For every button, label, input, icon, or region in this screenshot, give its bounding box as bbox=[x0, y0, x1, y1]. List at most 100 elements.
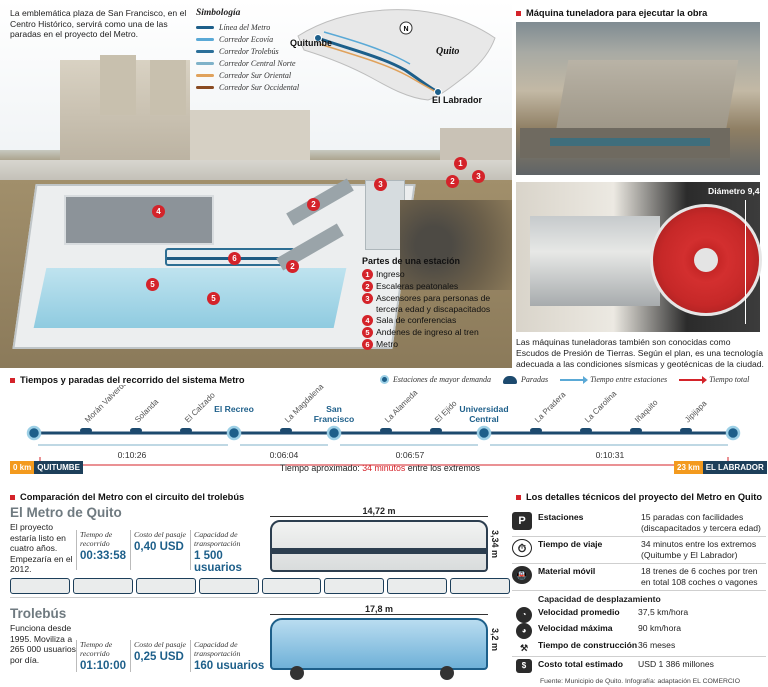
trolebus-title: Trolebús bbox=[10, 606, 67, 621]
arrow-icon bbox=[560, 375, 589, 384]
marker-6: 6 bbox=[228, 252, 241, 265]
train-car bbox=[387, 578, 448, 594]
total-prefix: Tiempo aproximado: bbox=[279, 463, 363, 473]
stop-label: Solanda bbox=[133, 397, 161, 425]
stop-marker bbox=[580, 428, 592, 433]
trolebus-time-stat: Tiempo de recorrido 01:10:00 bbox=[80, 640, 130, 672]
legend-swatch bbox=[196, 73, 214, 77]
tech-heading: Los detalles técnicos del proyecto del M… bbox=[516, 492, 762, 502]
legend-swatch bbox=[196, 85, 214, 89]
corridor-line bbox=[323, 31, 411, 65]
legend-label: Corredor Sur Occidental bbox=[219, 82, 300, 92]
conference-room bbox=[64, 195, 214, 245]
stat-label: Tiempo de recorrido bbox=[80, 530, 113, 548]
legend-stops-label: Paradas bbox=[520, 375, 549, 384]
route-diagram: Morán Valverde Solanda El Calzado La Mag… bbox=[26, 385, 741, 466]
tech-label: Velocidad máxima bbox=[538, 623, 613, 633]
start-point bbox=[314, 34, 322, 42]
legend-swatch bbox=[196, 49, 214, 53]
station-dot-icon bbox=[380, 375, 389, 384]
metro-train-row bbox=[10, 578, 510, 594]
stat-value: 0,25 USD bbox=[134, 651, 184, 663]
parts-label: Ascensores para personas de tercera edad… bbox=[376, 293, 491, 314]
train-icon: 🚇 bbox=[512, 566, 532, 584]
divider bbox=[76, 530, 77, 570]
trolebus-height: 3,2 m bbox=[490, 628, 500, 652]
stop-markers bbox=[80, 428, 692, 433]
metro-car-stripe bbox=[272, 548, 486, 554]
marker-4: 4 bbox=[152, 205, 165, 218]
segment-time: 0:06:04 bbox=[270, 450, 299, 460]
north-label: N bbox=[403, 26, 408, 33]
metro-length-line bbox=[270, 516, 488, 517]
stat-value: 160 usuarios bbox=[194, 660, 265, 672]
trolebus-length: 17,8 m bbox=[364, 604, 394, 614]
tech-value: 37,5 km/hora bbox=[638, 607, 689, 617]
parts-label: Andenes de ingreso al tren bbox=[376, 327, 479, 337]
legend-item: Corredor Central Norte bbox=[196, 57, 306, 69]
tech-label: Tiempo de construcción bbox=[538, 640, 638, 650]
parts-label: Escaleras peatonales bbox=[376, 281, 459, 291]
station-marker bbox=[326, 425, 342, 441]
end-point bbox=[434, 88, 442, 96]
parts-number: 6 bbox=[362, 339, 373, 350]
legend-stations-label: Estaciones de mayor demanda bbox=[393, 375, 491, 384]
metro-height: 3,34 m bbox=[490, 530, 500, 559]
comparison-heading: Comparación del Metro con el circuito de… bbox=[10, 492, 244, 502]
parts-label: Metro bbox=[376, 339, 398, 349]
stop-icon bbox=[502, 375, 517, 384]
trolebus-length-line bbox=[270, 614, 488, 615]
stop-marker bbox=[530, 428, 542, 433]
stat-label: Capacidad de transportación bbox=[194, 530, 241, 548]
marker-5: 5 bbox=[146, 278, 159, 291]
train-car bbox=[198, 578, 259, 594]
tbm-in-pit bbox=[550, 138, 710, 146]
tech-label: Velocidad promedio bbox=[538, 607, 620, 617]
segment-time: 0:10:26 bbox=[118, 450, 147, 460]
stat-label: Costo del pasaje bbox=[134, 530, 186, 539]
divider bbox=[76, 640, 77, 672]
metro-length: 14,72 m bbox=[362, 506, 396, 516]
tech-value: 90 km/hora bbox=[638, 623, 681, 633]
stop-marker bbox=[430, 428, 442, 433]
wheel-icon bbox=[440, 666, 454, 680]
marker-2: 2 bbox=[446, 175, 459, 188]
marker-3b: 3 bbox=[374, 178, 387, 191]
parts-number: 3 bbox=[362, 293, 373, 304]
stop-label: Morán Valverde bbox=[83, 385, 129, 424]
cutter-hub bbox=[694, 248, 718, 272]
train-car bbox=[135, 578, 196, 594]
tech-value: 34 minutos entre los extremos (Quitumbe … bbox=[641, 539, 757, 560]
legend-swatch bbox=[196, 61, 214, 65]
legend-label: Corredor Central Norte bbox=[219, 58, 296, 68]
legend-swatch bbox=[196, 37, 214, 41]
tech-value: 36 meses bbox=[638, 640, 676, 650]
tunnel-opening bbox=[400, 200, 512, 290]
train-car bbox=[261, 578, 322, 594]
divider bbox=[512, 536, 766, 537]
parts-label: Ingreso bbox=[376, 269, 405, 279]
total-highlight: 34 minutos bbox=[362, 463, 406, 473]
divider bbox=[190, 640, 191, 672]
divider bbox=[130, 530, 131, 570]
capacity-title: Capacidad de desplazamiento bbox=[538, 594, 661, 604]
metro-description: El proyecto estaría listo en cuatro años… bbox=[10, 522, 73, 574]
segment-time: 0:06:57 bbox=[396, 450, 425, 460]
legend-label: Línea del Metro bbox=[219, 22, 271, 32]
legend-swatch bbox=[196, 25, 214, 29]
tbm-title: Máquina tuneladora para ejecutar la obra bbox=[526, 8, 708, 18]
metro-car-drawing bbox=[270, 520, 488, 572]
legend-stops: Paradas bbox=[502, 375, 549, 384]
legend-item: Corredor Sur Oriental bbox=[196, 69, 306, 81]
corridor-line bbox=[319, 43, 441, 95]
map-start-label: Quitumbe bbox=[290, 38, 332, 48]
stop-label: Jipijapa bbox=[683, 398, 709, 424]
start-km-badge: 0 km QUITUMBE bbox=[10, 461, 83, 474]
stop-marker bbox=[680, 428, 692, 433]
tech-row-travel-time: ⏱ Tiempo de viaje 34 minutos entre los e… bbox=[512, 539, 766, 560]
metro-title: El Metro de Quito bbox=[10, 505, 122, 520]
divider bbox=[130, 640, 131, 672]
legend-label: Corredor Trolebús bbox=[219, 46, 279, 56]
